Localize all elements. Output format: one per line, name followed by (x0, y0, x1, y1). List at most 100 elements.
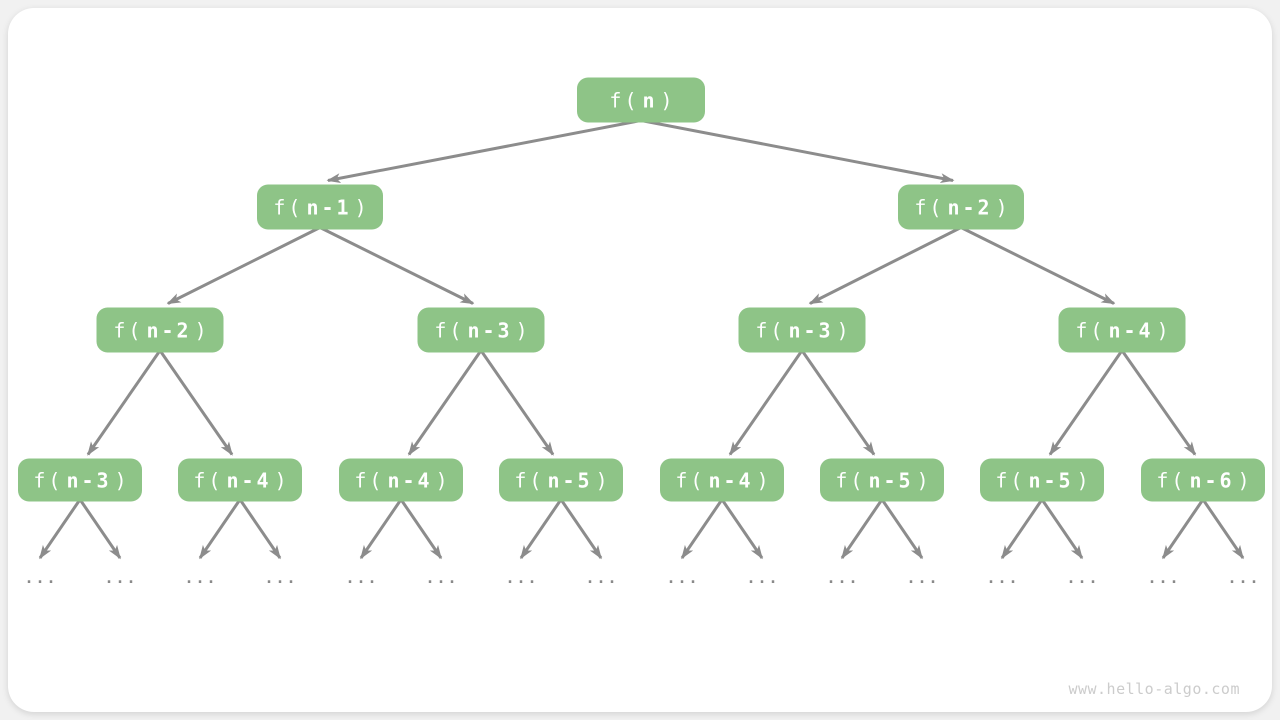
edge-arrow (319, 226, 475, 305)
node-label-arg: n-5 (547, 468, 593, 492)
node-label-suffix: ) (1156, 318, 1172, 342)
tree-node: f(n-6) (1141, 458, 1265, 502)
node-label-suffix: ) (515, 318, 531, 342)
ellipsis-leaf: ... (1147, 569, 1181, 587)
watermark: www.hello-algo.com (1068, 680, 1240, 698)
node-label-arg: n-4 (226, 468, 272, 492)
ellipsis-leaf: ... (345, 569, 379, 587)
tree-node: f(n-4) (1058, 307, 1186, 353)
edge-arrow (519, 498, 563, 560)
node-label-arg: n-2 (146, 318, 192, 342)
node-label-arg: n-3 (467, 318, 513, 342)
tree-node: f(n-1) (257, 184, 383, 230)
ellipsis-leaf: ... (184, 569, 218, 587)
node-label-prefix: f( (675, 468, 706, 492)
ellipsis-leaf: ... (425, 569, 459, 587)
edge-arrow (1161, 498, 1205, 560)
tree-node: f(n) (577, 77, 705, 123)
edge-arrow (479, 349, 555, 456)
edge-arrow (880, 498, 924, 560)
edge-arrow (1048, 349, 1124, 456)
tree-node: f(n-2) (96, 307, 224, 353)
node-label-prefix: f( (755, 318, 786, 342)
tree-node: f(n-3) (18, 458, 142, 502)
node-label-suffix: ) (995, 195, 1011, 219)
ellipsis-leaf: ... (505, 569, 539, 587)
ellipsis-leaf: ... (1227, 569, 1261, 587)
node-label-arg: n-5 (868, 468, 914, 492)
node-label-suffix: ) (1237, 468, 1253, 492)
node-label-prefix: f( (113, 318, 144, 342)
node-label-arg: n-4 (708, 468, 754, 492)
node-label-prefix: f( (914, 195, 945, 219)
tree-node: f(n-5) (820, 458, 944, 502)
node-label-prefix: f( (193, 468, 224, 492)
node-label-suffix: ) (595, 468, 611, 492)
edge-arrow (960, 226, 1116, 305)
node-label-suffix: ) (194, 318, 210, 342)
node-label-suffix: ) (435, 468, 451, 492)
node-label-prefix: f( (273, 195, 304, 219)
node-label-prefix: f( (609, 88, 640, 112)
edge-arrow (1040, 498, 1084, 560)
edge-arrow (158, 349, 234, 456)
edge-arrow (326, 119, 642, 184)
edge-arrow (800, 349, 876, 456)
ellipsis-leaf: ... (264, 569, 298, 587)
edge-arrow (680, 498, 724, 560)
node-label-arg: n-4 (1108, 318, 1154, 342)
node-label-suffix: ) (354, 195, 370, 219)
edge-arrow (1000, 498, 1044, 560)
node-label-arg: n-5 (1028, 468, 1074, 492)
node-label-arg: n-1 (306, 195, 352, 219)
node-label-arg: n-4 (387, 468, 433, 492)
edge-arrow (840, 498, 884, 560)
edge-arrow (559, 498, 603, 560)
edge-arrow (86, 349, 162, 456)
node-label-prefix: f( (995, 468, 1026, 492)
tree-node: f(n-3) (738, 307, 866, 353)
node-label-prefix: f( (354, 468, 385, 492)
ellipsis-leaf: ... (104, 569, 138, 587)
node-label-prefix: f( (1156, 468, 1187, 492)
ellipsis-leaf: ... (1066, 569, 1100, 587)
edge-arrow (399, 498, 443, 560)
edge-arrow (640, 119, 955, 184)
ellipsis-leaf: ... (666, 569, 700, 587)
ellipsis-leaf: ... (746, 569, 780, 587)
node-label-suffix: ) (114, 468, 130, 492)
edge-arrow (359, 498, 403, 560)
node-label-prefix: f( (835, 468, 866, 492)
tree-node: f(n-3) (417, 307, 545, 353)
node-label-suffix: ) (660, 88, 676, 112)
node-label-suffix: ) (756, 468, 772, 492)
edge-arrow (1201, 498, 1245, 560)
edge-arrow (407, 349, 483, 456)
node-label-arg: n-2 (947, 195, 993, 219)
edge-arrow (728, 349, 804, 456)
edge-arrow (166, 226, 321, 305)
node-label-arg: n-3 (66, 468, 112, 492)
node-label-prefix: f( (434, 318, 465, 342)
node-label-arg: n (642, 88, 658, 112)
tree-node: f(n-5) (980, 458, 1104, 502)
tree-node: f(n-5) (499, 458, 623, 502)
node-label-suffix: ) (274, 468, 290, 492)
node-label-prefix: f( (33, 468, 64, 492)
node-label-arg: n-3 (788, 318, 834, 342)
edge-arrow (38, 498, 82, 560)
edge-arrow (720, 498, 764, 560)
edge-arrow (808, 226, 962, 305)
edge-arrow (238, 498, 282, 560)
node-label-arg: n-6 (1189, 468, 1235, 492)
edge-arrow (198, 498, 242, 560)
node-label-suffix: ) (1076, 468, 1092, 492)
node-label-suffix: ) (916, 468, 932, 492)
ellipsis-leaf: ... (24, 569, 58, 587)
ellipsis-leaf: ... (906, 569, 940, 587)
node-label-prefix: f( (514, 468, 545, 492)
ellipsis-leaf: ... (826, 569, 860, 587)
node-label-suffix: ) (836, 318, 852, 342)
edge-arrow (78, 498, 122, 560)
